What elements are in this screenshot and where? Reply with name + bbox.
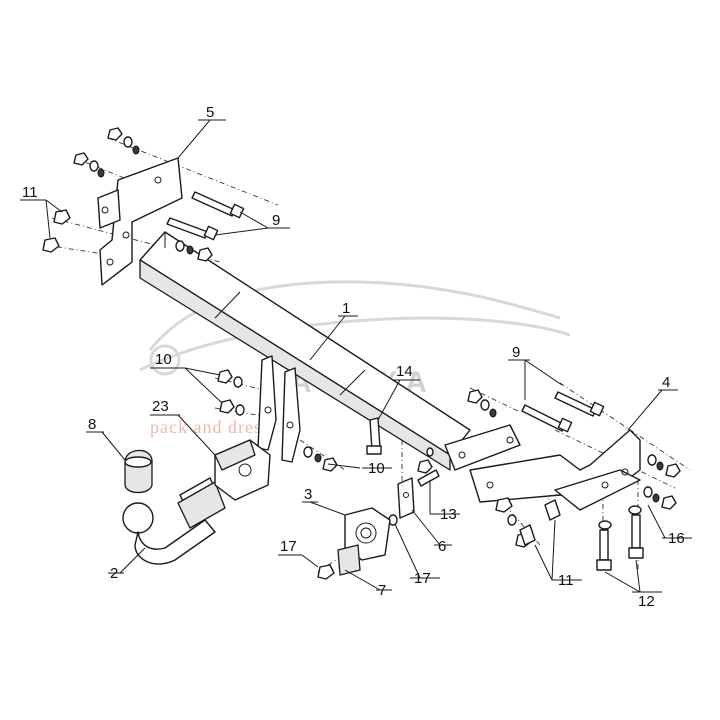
wiring-module (214, 439, 271, 501)
watermark-tagline: pack and dress (150, 417, 270, 437)
callout-labels: 5 11 9 1 9 4 10 14 23 8 10 3 13 6 17 17 … (22, 104, 685, 610)
callout-leader-lines (20, 119, 692, 593)
tow-ball-neck (122, 477, 226, 565)
callout-10-bottom: 10 (368, 460, 385, 477)
callout-11-right: 11 (558, 572, 574, 589)
callout-9-left: 9 (272, 212, 280, 229)
callout-8: 8 (88, 416, 96, 433)
callout-23: 23 (152, 398, 169, 415)
tow-ball-cover (124, 449, 153, 494)
callout-12: 12 (638, 593, 655, 610)
callout-9-right: 9 (512, 344, 520, 361)
callout-7: 7 (378, 582, 386, 599)
callout-3: 3 (304, 486, 312, 503)
left-side-bracket (97, 157, 183, 286)
long-bolts-right (521, 391, 605, 433)
callout-1: 1 (342, 300, 350, 317)
callout-16: 16 (668, 530, 685, 547)
callout-5: 5 (206, 104, 214, 121)
callout-6: 6 (438, 538, 446, 555)
callout-14: 14 (396, 363, 413, 380)
callout-11-left: 11 (22, 184, 38, 201)
bottom-bolts (596, 514, 644, 571)
callout-4: 4 (662, 374, 670, 391)
main-crossbar (139, 231, 471, 471)
callout-13: 13 (440, 506, 457, 523)
callout-2: 2 (110, 565, 118, 582)
right-bracket-plate (444, 424, 641, 511)
single-bolts (366, 417, 440, 487)
callout-10-top: 10 (155, 351, 172, 368)
watermark-wheel-icon (149, 344, 181, 376)
watermark-car-body-line (139, 316, 571, 372)
short-bolts-right (519, 499, 561, 546)
callout-17-left: 17 (280, 538, 297, 555)
callout-17-right: 17 (414, 570, 431, 587)
socket-gasket (337, 544, 361, 576)
nuts-and-washers (42, 127, 681, 580)
ball-mount-brackets (257, 355, 301, 463)
watermark-car-roof-line (148, 280, 561, 351)
socket-bracket (397, 477, 415, 519)
